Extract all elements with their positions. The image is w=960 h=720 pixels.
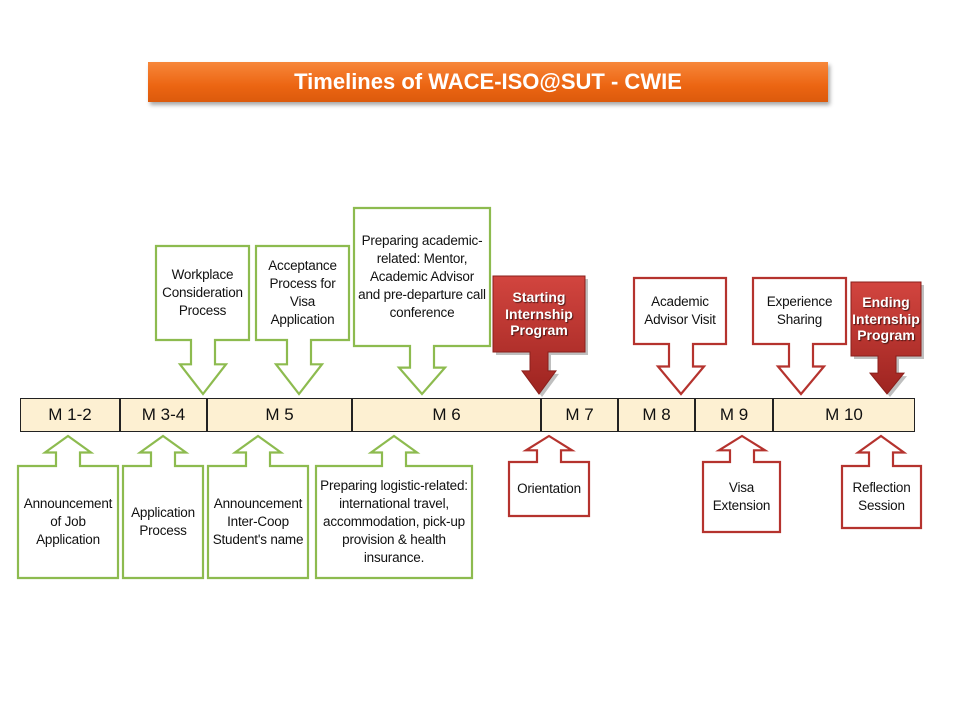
month-label: M 5 — [265, 405, 294, 424]
page-title: Timelines of WACE-ISO@SUT - CWIE — [294, 69, 682, 94]
timeline-month: M 9 — [695, 398, 773, 432]
callout-label: Acceptance Process for Visa Application — [268, 258, 337, 327]
milestone-arrow — [492, 275, 586, 395]
callout-arrow-up — [701, 434, 782, 534]
timeline-month: M 10 — [773, 398, 915, 432]
month-label: M 10 — [825, 405, 863, 424]
timeline-month: M 5 — [207, 398, 352, 432]
callout-label: Orientation — [517, 481, 581, 497]
callout-arrow-down — [751, 276, 848, 396]
month-label: M 8 — [642, 405, 671, 424]
timeline-month: M 8 — [618, 398, 695, 432]
month-label: M 1-2 — [48, 405, 92, 424]
milestone-arrow — [850, 281, 922, 395]
milestone-label: Starting Internship Program — [505, 288, 573, 339]
callout-arrow-up — [314, 434, 474, 580]
callout-arrow-down — [254, 244, 351, 396]
callout-label: Visa Extension — [712, 480, 771, 513]
callout-label: Experience Sharing — [766, 294, 833, 327]
timeline-month: M 1-2 — [20, 398, 120, 432]
month-label: M 6 — [432, 405, 461, 424]
callout-label: Announcement of Job Application — [23, 496, 113, 547]
title-banner: Timelines of WACE-ISO@SUT - CWIE — [148, 62, 828, 102]
milestone-label: Ending Internship Program — [852, 293, 920, 344]
callout-arrow-up — [507, 434, 591, 518]
timeline-month: M 7 — [541, 398, 618, 432]
month-label: M 7 — [565, 405, 594, 424]
callout-arrow-down — [632, 276, 728, 396]
timeline-month: M 3-4 — [120, 398, 207, 432]
callout-arrow-up — [840, 434, 923, 530]
callout-label: Academic Advisor Visit — [644, 294, 716, 327]
timeline-month: M 6 — [352, 398, 541, 432]
month-label: M 3-4 — [141, 405, 186, 424]
callout-label: Application Process — [131, 505, 195, 538]
callout-arrow-up — [206, 434, 310, 580]
callout-arrow-up — [16, 434, 120, 580]
callout-arrow-down — [352, 206, 492, 396]
callout-label: Preparing academic-related: Mentor, Acad… — [358, 233, 486, 320]
callout-label: Preparing logistic-related: internationa… — [320, 478, 468, 565]
callout-arrow-down — [154, 244, 251, 396]
month-label: M 9 — [719, 405, 749, 424]
callout-arrow-up — [121, 434, 205, 580]
callout-label: Reflection Session — [852, 480, 911, 513]
callout-label: Workplace Consideration Process — [162, 267, 243, 318]
callout-label: Announcement Inter-Coop Student's name — [212, 496, 304, 547]
